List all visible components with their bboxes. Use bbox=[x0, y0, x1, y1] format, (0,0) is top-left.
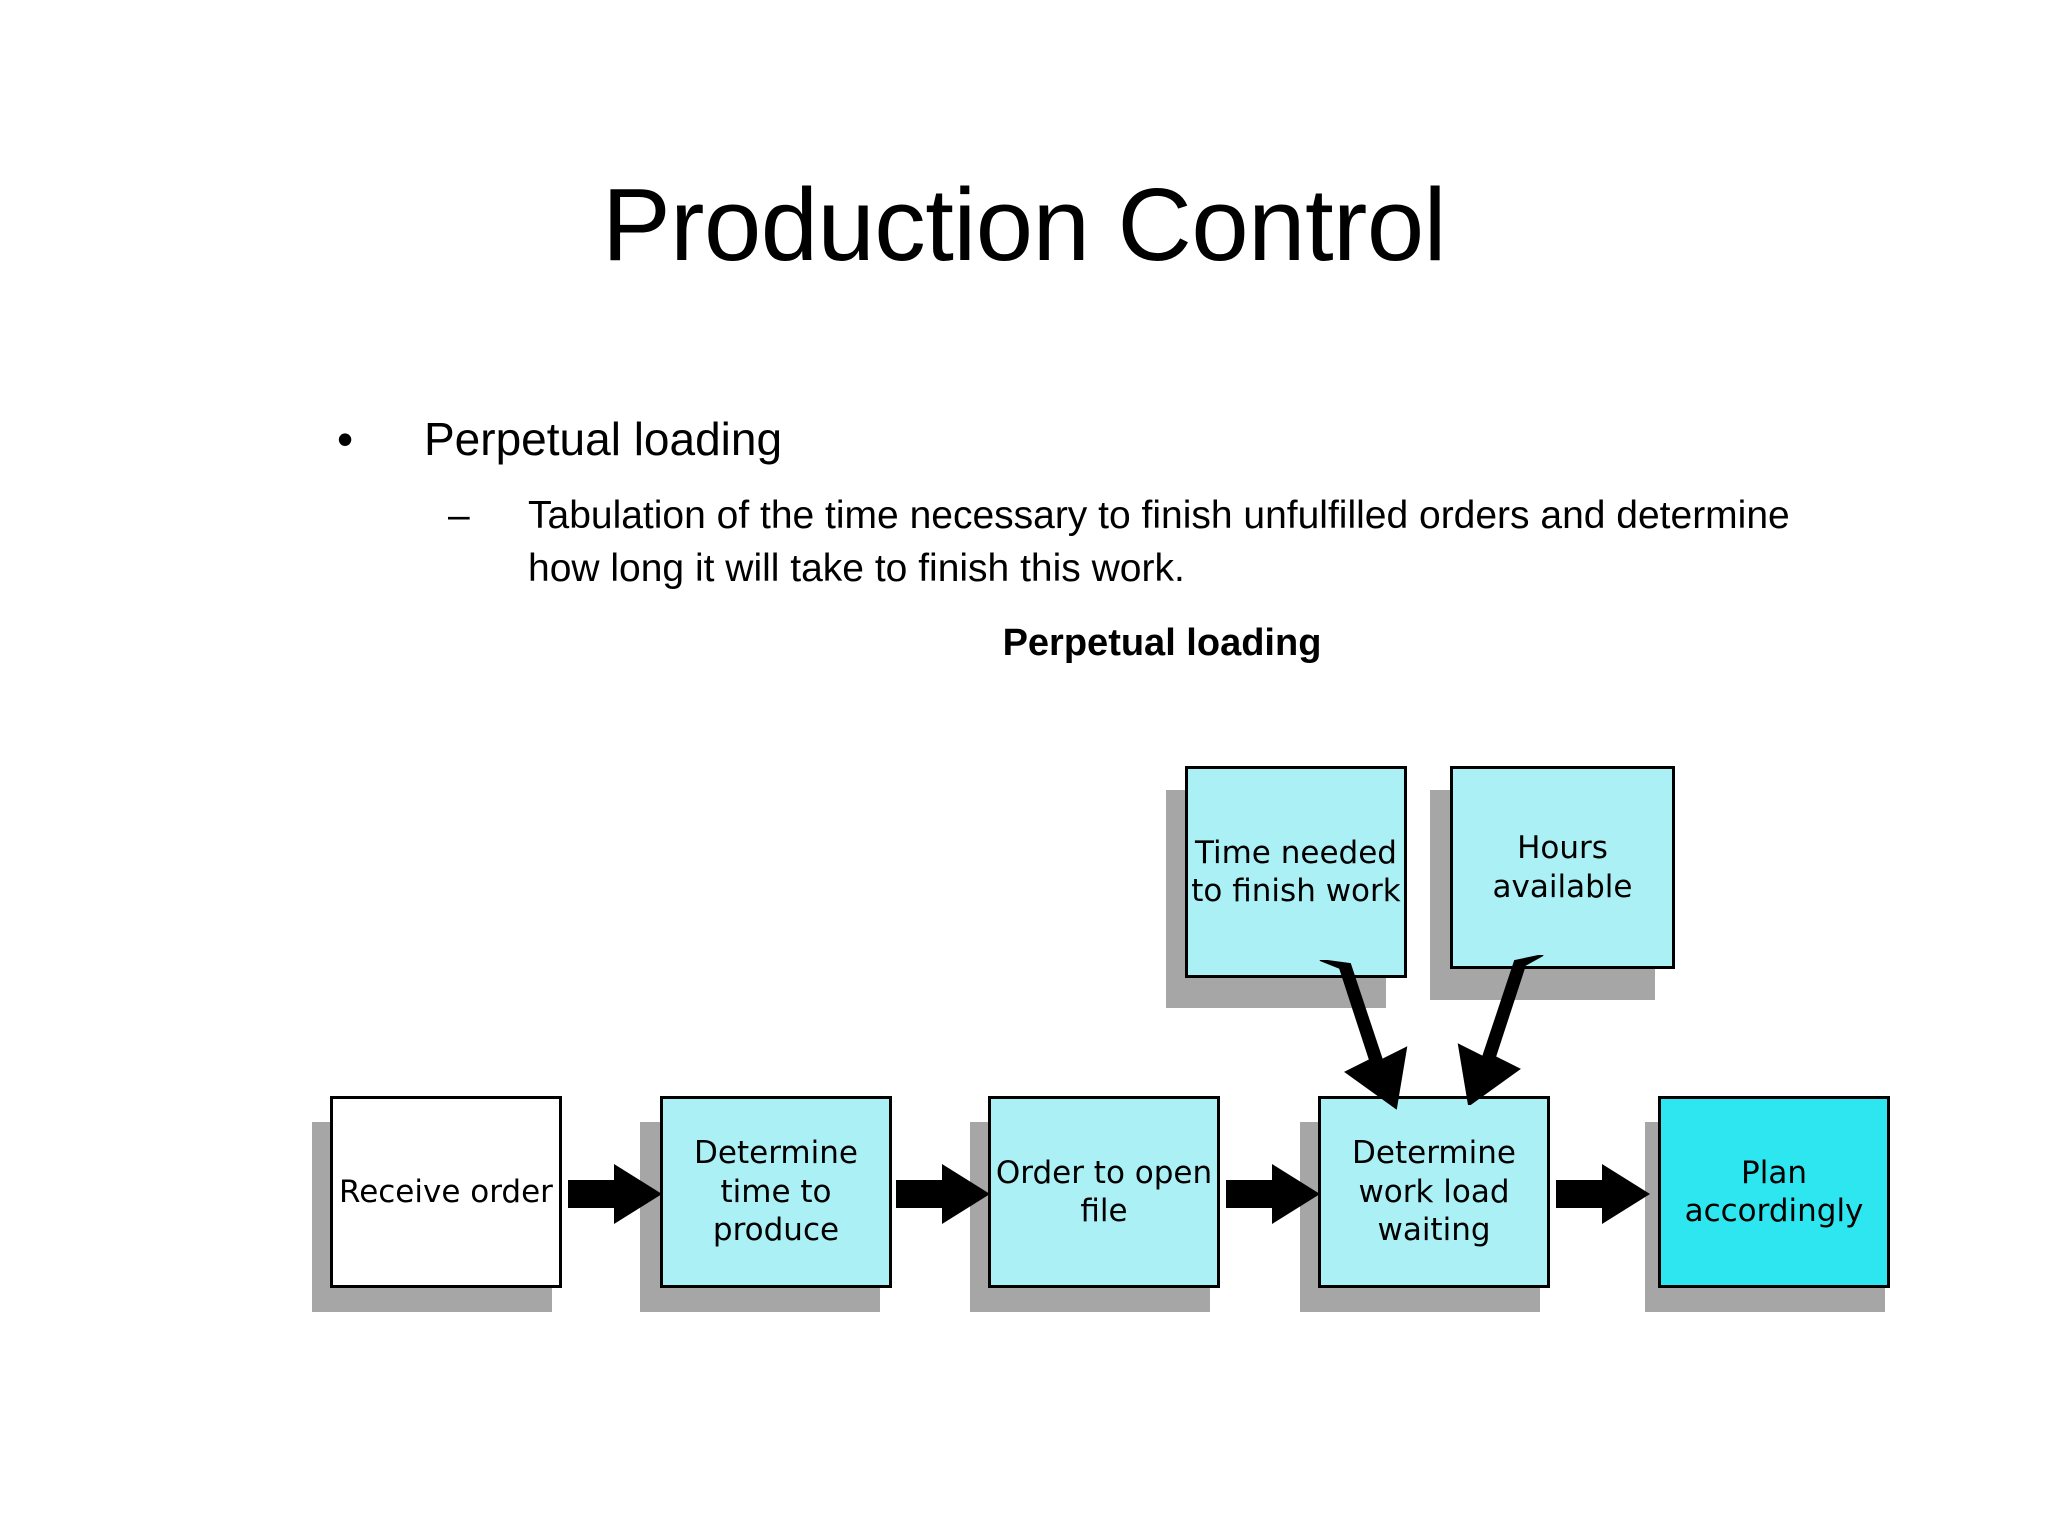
flow-node-label: Determine work load waiting bbox=[1352, 1135, 1516, 1249]
flow-node-plan-accordingly[interactable]: Plan accordingly bbox=[1658, 1096, 1890, 1288]
dash-marker-icon: – bbox=[448, 494, 470, 537]
bullet-level2-label: Tabulation of the time necessary to fini… bbox=[528, 494, 1790, 590]
arrow-time-needed-to-workload bbox=[1319, 960, 1408, 1110]
flow-node-hours-available[interactable]: Hours available bbox=[1450, 766, 1675, 969]
flow-node-determine-time-to-produce[interactable]: Determine time to produce bbox=[660, 1096, 892, 1288]
flow-node-label: Time needed to finish work bbox=[1191, 834, 1401, 909]
flow-node-label: Order to open file bbox=[995, 1154, 1213, 1229]
flow-node-label: Hours available bbox=[1492, 830, 1633, 905]
flow-node-determine-work-load-waiting[interactable]: Determine work load waiting bbox=[1318, 1096, 1550, 1288]
block-arrow-right bbox=[1226, 1164, 1320, 1224]
diagram-heading: Perpetual loading bbox=[1002, 622, 1322, 664]
block-arrow-right bbox=[568, 1164, 662, 1224]
flow-node-receive-order[interactable]: Receive order bbox=[330, 1096, 562, 1288]
block-arrow-right bbox=[896, 1164, 990, 1224]
flow-node-order-to-open-file[interactable]: Order to open file bbox=[988, 1096, 1220, 1288]
bullet-marker-icon: • bbox=[337, 413, 354, 465]
flow-node-label: Receive order bbox=[339, 1173, 553, 1210]
block-arrow-right bbox=[1556, 1164, 1650, 1224]
flow-node-label: Determine time to produce bbox=[694, 1135, 858, 1249]
page-title: Production Control bbox=[601, 167, 1447, 282]
arrow-hours-available-to-workload bbox=[1457, 955, 1544, 1105]
flow-node-time-needed[interactable]: Time needed to finish work bbox=[1185, 766, 1407, 978]
flow-node-label: Plan accordingly bbox=[1684, 1154, 1864, 1229]
bullet-level1-label: Perpetual loading bbox=[424, 413, 783, 465]
